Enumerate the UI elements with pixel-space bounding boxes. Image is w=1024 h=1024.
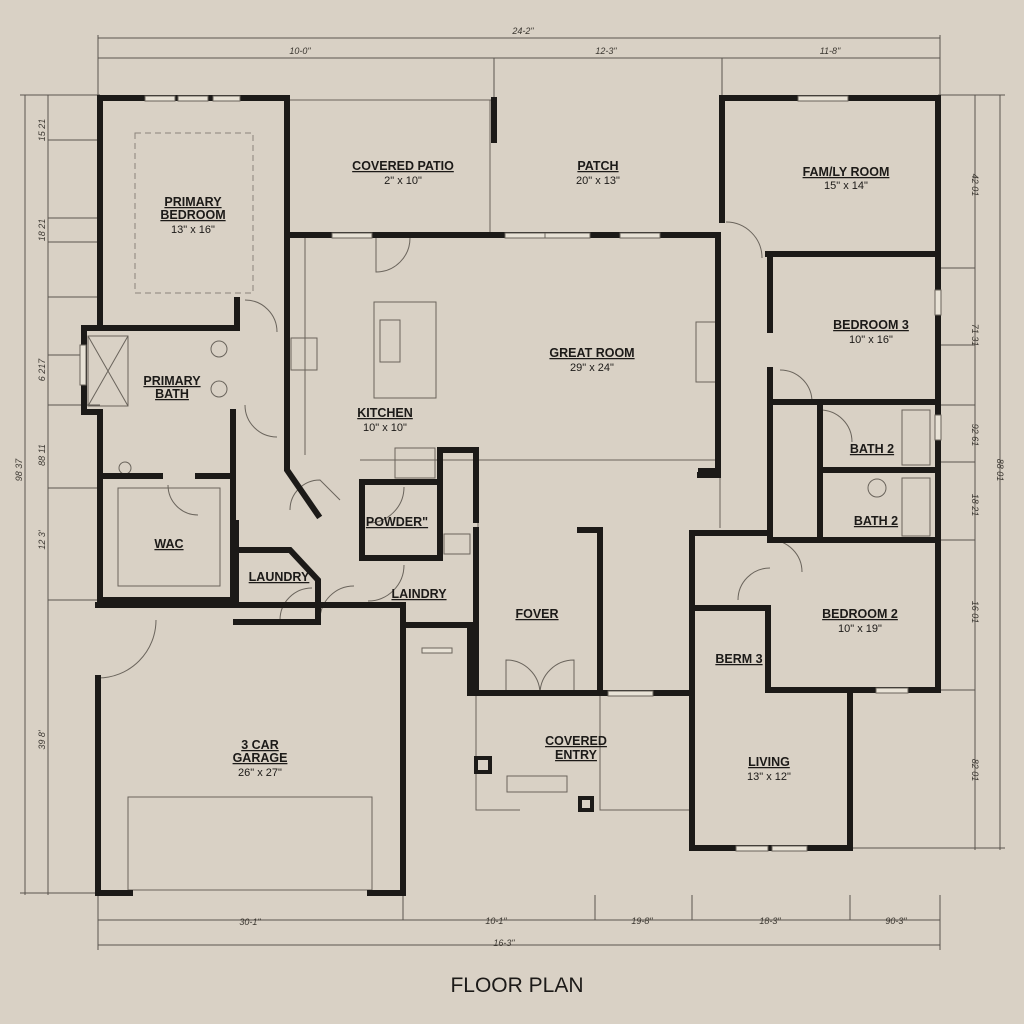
room-laundry: LAUNDRY xyxy=(249,570,310,584)
room-great-room: GREAT ROOM 29" x 24" xyxy=(549,346,634,374)
room-labels: PRIMARY BEDROOM 13" x 16" COVERED PATIO … xyxy=(143,159,908,783)
room-size: 15" x 14" xyxy=(824,180,868,192)
dimension-lines: 24-2" 10-0" 12-3" 11-8" 30-1" 10-1" 19-8… xyxy=(14,26,1005,950)
dim-left-5: 12 3' xyxy=(37,530,47,550)
plan-title: FLOOR PLAN xyxy=(450,974,583,997)
room-size: 29" x 24" xyxy=(570,362,614,374)
dim-left-6: 39 8' xyxy=(37,730,47,750)
room-size: 13" x 12" xyxy=(747,771,791,783)
dim-right-3: 92 61 xyxy=(970,424,980,447)
room-wac: WAC xyxy=(154,537,183,551)
room-berm-3: BERM 3 xyxy=(715,652,762,666)
room-size: 2" x 10" xyxy=(384,175,422,187)
room-covered-entry: COVERED ENTRY xyxy=(545,734,607,762)
room-kitchen: KITCHEN 10" x 10" xyxy=(357,406,413,434)
room-name: PRIMARY xyxy=(143,374,201,388)
room-garage: 3 CAR GARAGE 26" x 27" xyxy=(233,738,288,779)
room-name: LIVING xyxy=(748,755,790,769)
room-name: COVERED PATIO xyxy=(352,159,454,173)
dim-bottom-3: 19-8" xyxy=(631,916,653,926)
dim-bottom-overall: 16-3" xyxy=(493,938,515,948)
room-covered-patio: COVERED PATIO 2" x 10" xyxy=(352,159,454,187)
dim-left-3: 6 217 xyxy=(37,358,47,382)
room-foyer: FOVER xyxy=(515,607,558,621)
room-name: GARAGE xyxy=(233,751,288,765)
dim-top-3: 11-8" xyxy=(820,46,841,56)
room-laundry-2: LAINDRY xyxy=(391,587,447,601)
room-name: BEDROOM 2 xyxy=(822,607,898,621)
dim-left-overall: 98 37 xyxy=(14,458,24,482)
room-primary-bath: PRIMARY BATH xyxy=(143,374,201,401)
room-bath-2b: BATH 2 xyxy=(854,514,898,528)
dim-right-overall: 88 01 xyxy=(995,459,1005,482)
room-size: 26" x 27" xyxy=(238,767,282,779)
room-family-room: FAM/LY ROOM 15" x 14" xyxy=(803,165,890,192)
dim-right-5: 16 01 xyxy=(970,601,980,624)
room-name: 3 CAR xyxy=(241,738,279,752)
dim-bottom-5: 90-3" xyxy=(885,916,907,926)
room-name: KITCHEN xyxy=(357,406,413,420)
room-bedroom-2: BEDROOM 2 10" x 19" xyxy=(822,607,898,635)
room-bedroom-3: BEDROOM 3 10" x 16" xyxy=(833,318,909,346)
room-name: BEDROOM xyxy=(160,208,225,222)
dim-left-1: 15 21 xyxy=(37,119,47,142)
room-size: 20" x 13" xyxy=(576,175,620,187)
room-name: GREAT ROOM xyxy=(549,346,634,360)
dim-left-2: 18 21 xyxy=(37,219,47,242)
room-powder: POWDER" xyxy=(366,515,428,529)
dim-right-1: 42 01 xyxy=(970,174,980,197)
room-living: LIVING 13" x 12" xyxy=(747,755,791,783)
dim-right-2: 71 31 xyxy=(970,324,980,347)
dim-left-4: 88 11 xyxy=(37,444,47,466)
windows xyxy=(79,95,942,852)
room-size: 10" x 19" xyxy=(838,623,882,635)
dim-right-4: 18 21 xyxy=(970,494,980,517)
dim-bottom-1: 30-1" xyxy=(239,917,261,927)
dim-right-6: 82 01 xyxy=(970,759,980,782)
dim-bottom-2: 10-1" xyxy=(485,916,507,926)
room-name: BATH xyxy=(155,387,189,401)
room-name: ENTRY xyxy=(555,748,598,762)
dim-top-overall: 24-2" xyxy=(511,26,534,36)
room-primary-bedroom: PRIMARY BEDROOM 13" x 16" xyxy=(160,195,225,236)
room-bath-2a: BATH 2 xyxy=(850,442,894,456)
room-name: PRIMARY xyxy=(164,195,222,209)
dim-top-2: 12-3" xyxy=(595,46,617,56)
room-name: BEDROOM 3 xyxy=(833,318,909,332)
dim-top-1: 10-0" xyxy=(289,46,311,56)
room-patch: PATCH 20" x 13" xyxy=(576,159,620,187)
room-size: 10" x 10" xyxy=(363,422,407,434)
dim-bottom-4: 18-3" xyxy=(759,916,781,926)
room-size: 13" x 16" xyxy=(171,224,215,236)
room-name: FAM/LY ROOM xyxy=(803,165,890,179)
room-size: 10" x 16" xyxy=(849,334,893,346)
room-name: PATCH xyxy=(577,159,618,173)
room-name: COVERED xyxy=(545,734,607,748)
